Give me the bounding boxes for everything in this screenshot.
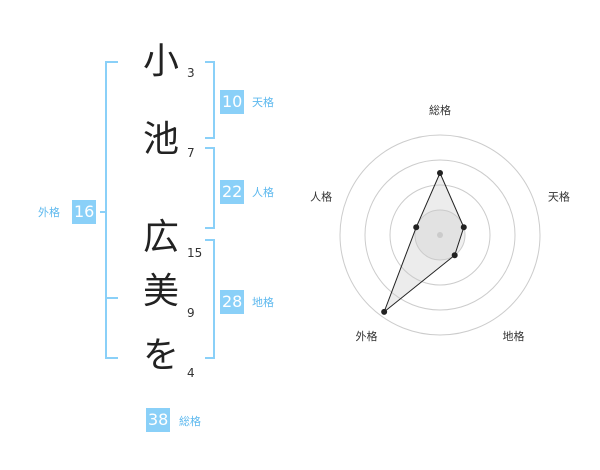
jinkaku-bracket bbox=[205, 147, 215, 229]
radar-area bbox=[381, 170, 467, 315]
jinkaku-label: 人格 bbox=[252, 186, 274, 199]
gaikaku-label: 外格 bbox=[38, 206, 60, 219]
chikaku-bracket bbox=[205, 239, 215, 359]
tenkaku-label: 天格 bbox=[252, 96, 274, 109]
radar-polygon bbox=[383, 171, 465, 314]
name-char-1: 小 bbox=[142, 41, 179, 82]
stroke-count-5: 4 bbox=[187, 366, 195, 380]
radar-axis-label-5: 人格 bbox=[310, 189, 332, 203]
chikaku-value: 28 bbox=[220, 290, 245, 314]
stroke-count-4: 9 bbox=[187, 306, 195, 320]
radar-axis-label-3: 地格 bbox=[502, 329, 524, 343]
radar-ring-3 bbox=[364, 159, 516, 311]
name-char-4: 美 bbox=[142, 271, 179, 312]
tenkaku-bracket bbox=[205, 61, 215, 139]
name-char-5: を bbox=[142, 335, 179, 376]
radar-point-2 bbox=[460, 224, 467, 231]
radar-ring-4 bbox=[339, 134, 541, 336]
jinkaku-value: 22 bbox=[220, 180, 245, 204]
chikaku-label: 地格 bbox=[252, 296, 274, 309]
radar-point-4 bbox=[381, 308, 388, 315]
radar-point-5 bbox=[413, 224, 420, 231]
soukaku-label: 総格 bbox=[179, 415, 201, 428]
radar-ring-2 bbox=[389, 184, 491, 286]
radar-axis-label-1: 総格 bbox=[429, 103, 451, 117]
soukaku-value: 38 bbox=[146, 408, 171, 432]
tenkaku-value: 10 bbox=[220, 90, 245, 114]
stroke-count-2: 7 bbox=[187, 146, 195, 160]
radar-point-1 bbox=[437, 170, 443, 176]
radar-axis-label-4: 外格 bbox=[356, 329, 378, 343]
name-char-2: 池 bbox=[142, 119, 179, 160]
radar-grid bbox=[339, 134, 541, 336]
gaikaku-bracket bbox=[105, 61, 118, 359]
radar-axis-label-2: 天格 bbox=[548, 189, 570, 203]
radar-point-3 bbox=[451, 252, 458, 259]
stroke-count-1: 3 bbox=[187, 66, 195, 80]
stroke-count-3: 15 bbox=[187, 246, 203, 260]
radar-center bbox=[437, 232, 443, 238]
name-char-3: 広 bbox=[142, 217, 179, 258]
gaikaku-value: 16 bbox=[72, 200, 97, 224]
